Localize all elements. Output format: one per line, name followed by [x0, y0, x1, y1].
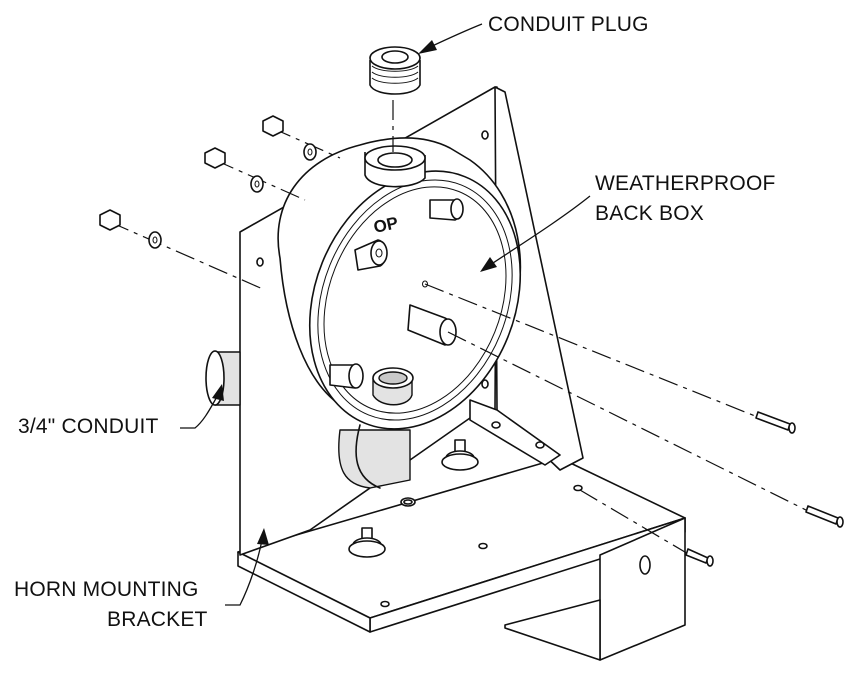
conduit-plug: [369, 46, 421, 152]
label-horn-mounting-line1: HORN MOUNTING: [14, 578, 199, 601]
mounting-studs: [348, 439, 479, 558]
mounting-screws: [424, 283, 844, 567]
label-weatherproof-line2: BACK BOX: [595, 202, 704, 225]
label-conduit: 3/4" CONDUIT: [18, 415, 159, 438]
label-weatherproof-line1: WEATHERPROOF: [595, 172, 776, 195]
label-conduit-plug: CONDUIT PLUG: [488, 13, 649, 36]
bracket-base-plate: [237, 457, 686, 633]
weatherproof-back-box: OP: [277, 137, 522, 430]
labels: CONDUIT PLUG WEATHERPROOF BACK BOX 3/4" …: [14, 13, 776, 631]
callout-leaders: [180, 23, 591, 606]
label-horn-mounting-line2: BRACKET: [107, 608, 208, 631]
top-mark: OP: [372, 213, 400, 237]
bracket-side-flange: [504, 517, 686, 661]
nuts-and-washers: [99, 115, 341, 291]
